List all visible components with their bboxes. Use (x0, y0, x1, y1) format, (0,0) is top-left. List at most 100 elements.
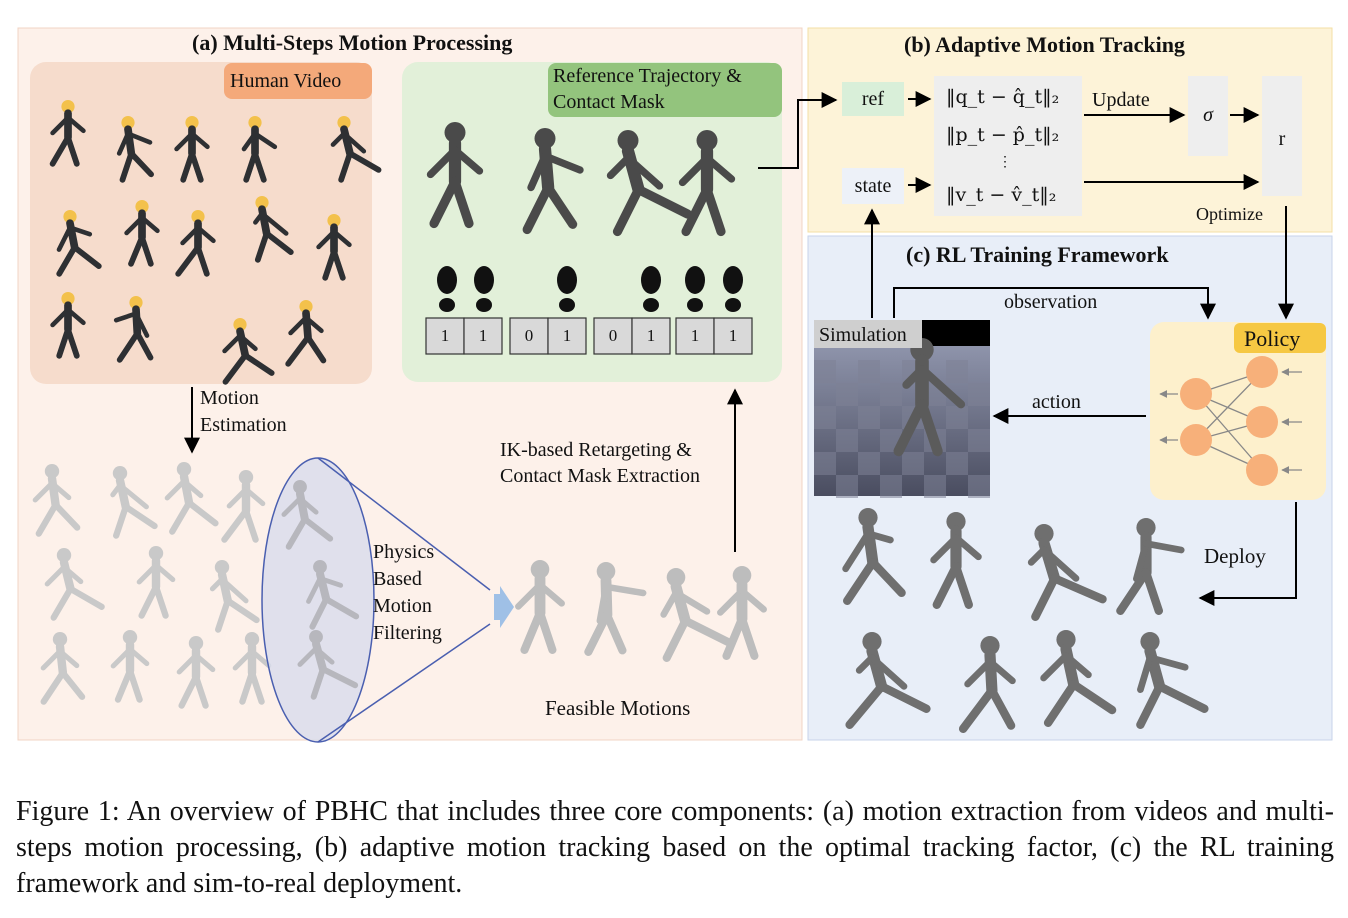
human-figure-1 (49, 100, 86, 167)
filtered-figure-3 (297, 630, 359, 700)
deployed-robot-8 (1136, 632, 1209, 729)
human-figure-4 (241, 116, 278, 183)
estimated-motion-figures (32, 462, 272, 709)
filtered-figure-2 (306, 560, 360, 630)
joint-position-error: ‖q_t − q̂_t‖₂ (946, 86, 1060, 108)
ik-label-line2: Contact Mask Extraction (500, 465, 700, 487)
smpl-figure-11 (232, 632, 272, 705)
deploy-label: Deploy (1204, 544, 1266, 568)
human-figure-12 (113, 296, 154, 363)
deployed-robot-5 (845, 632, 931, 729)
reward-box (1262, 76, 1302, 196)
mask-cell-4 (547, 317, 587, 355)
reference-title-line1: Reference Trajectory & (553, 65, 742, 87)
simulation-label: Simulation (819, 324, 907, 346)
footprint-icon-6 (723, 266, 743, 312)
human-video-label: Human Video (230, 70, 342, 92)
human-figure-5 (330, 116, 382, 183)
human-figure-7 (124, 200, 160, 267)
input-neuron-3 (1246, 454, 1278, 486)
filter-ellipse (261, 457, 375, 743)
panel-a-title: (a) Multi-Steps Motion Processing (192, 30, 513, 55)
output-neuron-2 (1180, 424, 1212, 456)
filter-line-1: Physics (373, 541, 435, 563)
motion-estimation-line1: Motion (200, 387, 259, 409)
funnel-line-top (317, 457, 491, 591)
motion-estimation-line2: Estimation (200, 414, 287, 436)
mask-value-2: 1 (478, 326, 488, 345)
tracking-error-box (934, 76, 1082, 216)
smpl-figure-6 (136, 546, 176, 619)
mask-value-6: 1 (646, 326, 656, 345)
observation-label: observation (1004, 291, 1098, 313)
ref-box (842, 82, 904, 116)
smpl-figure-9 (110, 630, 150, 703)
deployed-robot-2 (930, 511, 982, 609)
input-neuron-1 (1246, 356, 1278, 388)
smpl-figure-5 (44, 548, 105, 621)
footprint-icon-4 (641, 266, 661, 312)
mask-cell-3 (509, 317, 549, 355)
footprint-icon-5 (685, 266, 705, 312)
ref-label: ref (861, 87, 885, 110)
reference-robot-2 (522, 128, 584, 235)
feasible-figure-2 (584, 562, 647, 656)
feasible-motions-label: Feasible Motions (545, 696, 691, 720)
deployed-robot-7 (1040, 630, 1117, 727)
deployed-robot-6 (958, 636, 1016, 733)
human-figure-2 (116, 116, 154, 183)
human-figure-8 (175, 210, 216, 277)
contact-mask-cells (425, 317, 753, 355)
human-video-figures (49, 100, 382, 385)
feasible-figure-1 (515, 560, 565, 654)
state-label: state (854, 174, 892, 197)
reward-label: r (1278, 127, 1286, 150)
filtered-figure-1 (281, 480, 334, 550)
footprint-icon-3 (557, 266, 577, 312)
feasible-figure-4 (717, 566, 767, 660)
figure-caption: Figure 1: An overview of PBHC that inclu… (16, 796, 1334, 899)
reference-robot-1 (426, 122, 484, 229)
contact-footprints (437, 266, 743, 312)
sigma-label: σ (1203, 103, 1213, 126)
optimize-label: Optimize (1196, 204, 1263, 224)
footprint-icon-1 (437, 266, 457, 312)
mask-value-7: 1 (690, 326, 700, 345)
human-figure-6 (56, 210, 102, 277)
human-video-tag (224, 63, 372, 99)
smpl-figure-3 (164, 462, 219, 535)
reference-to-ref-arrow (758, 92, 838, 169)
simulation-tag (814, 320, 922, 348)
funnel-arrow-icon (494, 586, 514, 628)
mask-value-4: 1 (562, 326, 572, 345)
policy-network-icon (1159, 356, 1302, 486)
output-neuron-1 (1180, 378, 1212, 410)
reference-robot-3 (606, 130, 693, 237)
filter-line-2: Based (373, 568, 422, 590)
footprint-icon-2 (474, 266, 494, 312)
observation-arrow (893, 287, 1216, 320)
reference-title-line2: Contact Mask (553, 91, 665, 113)
sigma-box (1188, 76, 1228, 156)
human-figure-14 (285, 300, 327, 367)
mask-value-5: 0 (608, 326, 618, 345)
action-label: action (1032, 391, 1081, 413)
reference-trajectory-box (402, 62, 782, 382)
ik-label-line1: IK-based Retargeting & (500, 439, 692, 461)
vertical-dots: ⋮ (998, 154, 1012, 170)
human-figure-9 (253, 196, 294, 263)
smpl-figure-2 (110, 466, 158, 539)
human-figure-13 (222, 318, 275, 385)
body-position-error: ‖p_t − p̂_t‖₂ (946, 124, 1060, 146)
policy-tag (1234, 323, 1326, 353)
mask-value-1: 1 (440, 326, 450, 345)
mask-cell-2 (463, 317, 503, 355)
reference-robot-4 (678, 130, 736, 237)
panel-b-title: (b) Adaptive Motion Tracking (904, 32, 1185, 57)
feasible-motion-figures (515, 560, 767, 662)
diagram-graphics (17, 27, 1333, 743)
human-figure-10 (316, 214, 352, 281)
pbhc-overview-diagram: (a) Multi-Steps Motion Processing Human … (17, 27, 1333, 743)
input-neuron-2 (1246, 406, 1278, 438)
mask-value-3: 0 (524, 326, 534, 345)
